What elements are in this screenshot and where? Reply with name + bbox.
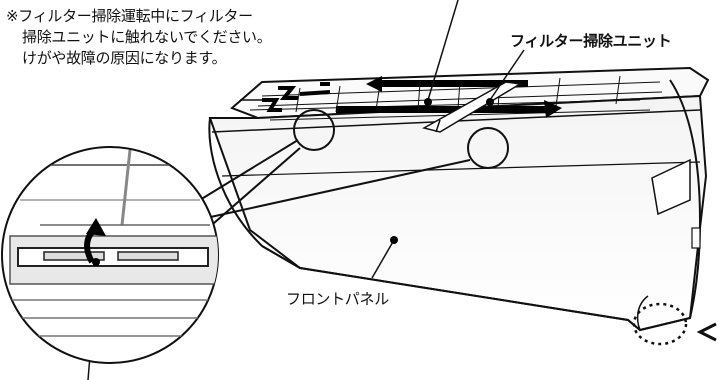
leader-dot-unit (486, 98, 494, 106)
highlight-circle-left (293, 109, 335, 151)
left-chevron-arrow-icon (696, 322, 717, 342)
zoom-inset (1, 146, 219, 364)
upper-arrow-shaft (378, 80, 528, 87)
caution-line-1: ※フィルター掃除運転中にフィルター (6, 7, 253, 25)
leader-dot-top (424, 98, 432, 106)
caution-line-2: 掃除ユニットに触れないでください。 (22, 28, 272, 46)
filter-cleaning-unit (421, 81, 523, 133)
front-panel-label: フロントパネル (286, 290, 389, 308)
dotted-highlight-circle (632, 302, 688, 346)
indoor-unit-body (208, 66, 710, 332)
highlight-circle-right (467, 127, 509, 169)
zoom-connectors (189, 139, 471, 231)
leader-dot-panel (390, 236, 398, 244)
movement-arrows (262, 76, 562, 118)
filter-cleaning-unit-label: フィルター掃除ユニット (510, 32, 672, 50)
lower-arrow-shaft (336, 106, 546, 113)
upper-arrow-head (366, 76, 382, 92)
caution-line-3: けがや故障の原因になります。 (22, 49, 227, 67)
lower-arrow-head (544, 100, 562, 118)
caution-note: ※フィルター掃除運転中にフィルター 掃除ユニットに触れないでください。 けがや故… (6, 6, 326, 69)
